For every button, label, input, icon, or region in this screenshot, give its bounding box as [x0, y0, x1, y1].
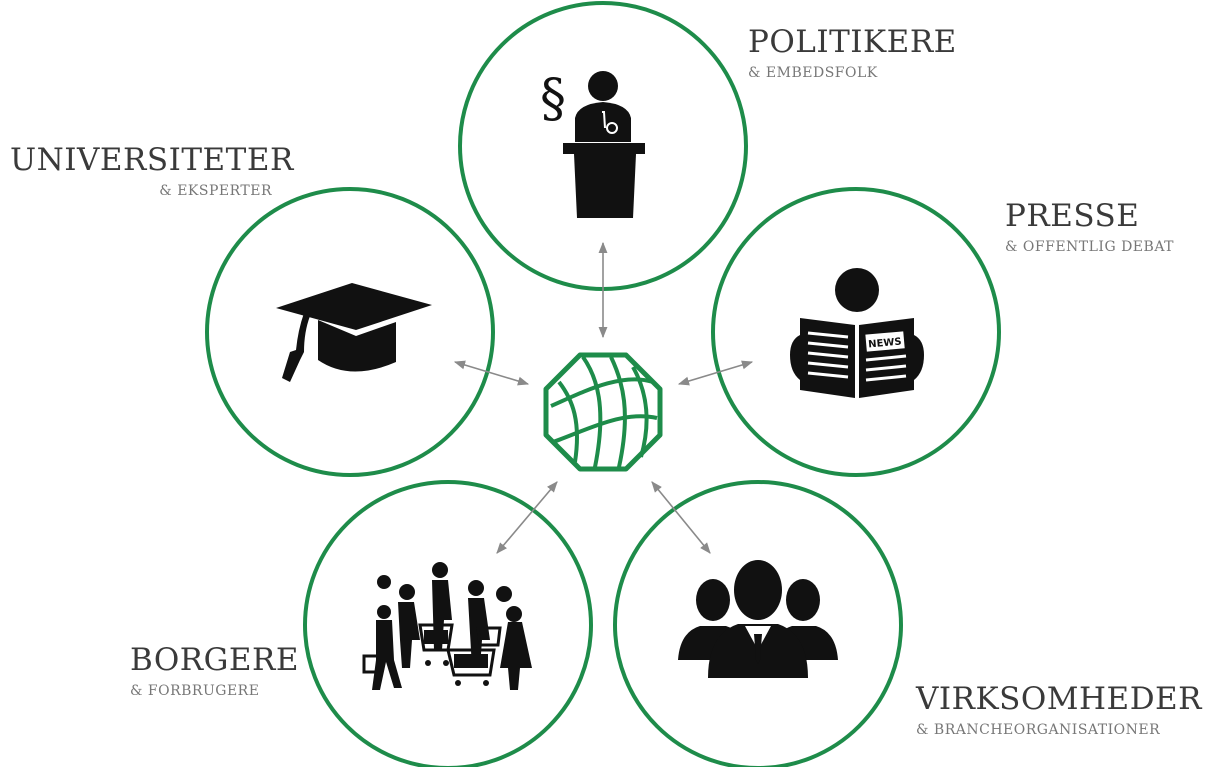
- node-circle-borgere: [303, 480, 593, 767]
- node-title: POLITIKERE: [748, 24, 957, 60]
- node-title: PRESSE: [1005, 198, 1140, 234]
- label-politikere: POLITIKERE & EMBEDSFOLK: [748, 24, 957, 82]
- arrow-center-universiteter: [453, 360, 530, 386]
- svg-text:NEWS: NEWS: [868, 337, 902, 351]
- svg-text:§: §: [540, 69, 566, 129]
- node-title: BORGERE: [130, 642, 299, 678]
- node-title: VIRKSOMHEDER: [916, 681, 1203, 717]
- node-subtitle: & BRANCHEORGANISATIONER: [916, 722, 1161, 738]
- node-circle-virksomheder: [613, 480, 903, 767]
- newspaper-reader-icon: NEWS: [790, 268, 924, 398]
- politician-podium-icon: §: [540, 69, 645, 218]
- label-borgere: BORGERE & FORBRUGERE: [130, 642, 299, 700]
- graduation-cap-icon: [276, 283, 432, 382]
- node-subtitle: & FORBRUGERE: [130, 683, 260, 699]
- shoppers-crowd-icon: [362, 562, 532, 690]
- node-circle-universiteter: [205, 187, 495, 477]
- label-virksomheder: VIRKSOMHEDER & BRANCHEORGANISATIONER: [916, 681, 1202, 739]
- node-subtitle: & OFFENTLIG DEBAT: [1005, 239, 1175, 255]
- arrow-center-borgere: [496, 481, 558, 554]
- business-people-icon: [678, 560, 838, 678]
- label-universiteter: UNIVERSITETER & EKSPERTER: [10, 142, 294, 200]
- arrow-center-presse: [677, 360, 754, 386]
- node-subtitle: & EMBEDSFOLK: [748, 65, 878, 81]
- organization-logo-icon: [543, 352, 663, 472]
- node-circle-presse: [711, 187, 1001, 477]
- node-title: UNIVERSITETER: [10, 142, 294, 178]
- arrow-center-virksomheder: [651, 481, 711, 554]
- label-presse: PRESSE & OFFENTLIG DEBAT: [1005, 198, 1174, 256]
- node-subtitle: & EKSPERTER: [159, 183, 272, 199]
